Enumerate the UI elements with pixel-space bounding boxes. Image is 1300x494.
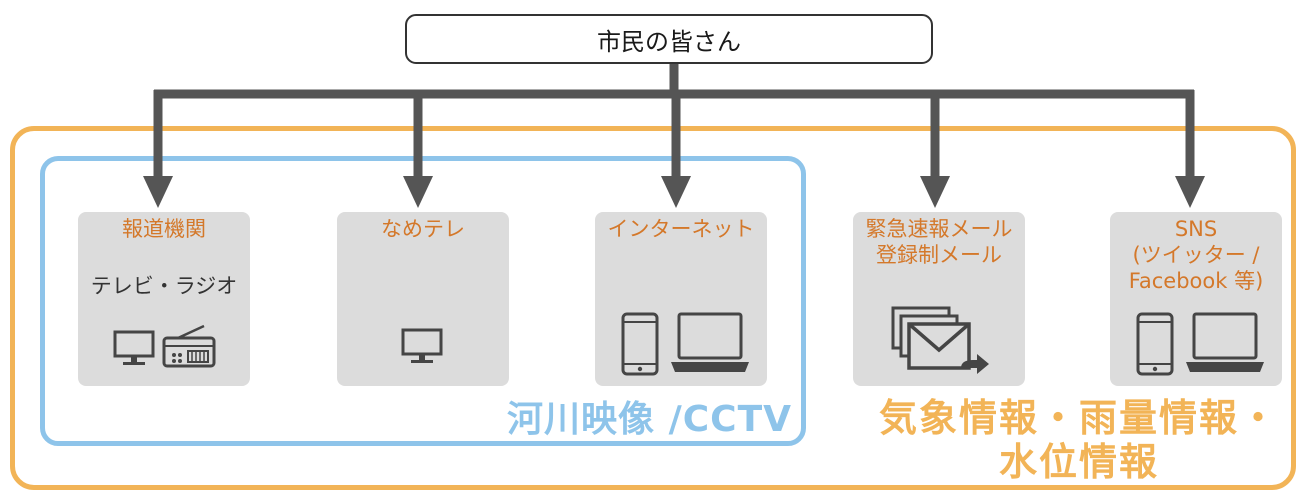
arrowhead-internet [661, 176, 691, 208]
card-title: 報道機関 [122, 217, 206, 241]
card-internet: インターネット [595, 212, 767, 386]
weather-info-group-label: 気象情報・雨量情報・ 水位情報 [870, 396, 1288, 484]
laptop-icon [671, 312, 749, 372]
citizens-node: 市民の皆さん [405, 14, 933, 64]
device-icons [1136, 312, 1264, 376]
radio-icon [162, 324, 216, 368]
citizens-label: 市民の皆さん [597, 27, 741, 56]
card-title: SNS (ツイッター / Facebook 等) [1128, 217, 1264, 293]
mail-forward-icon [891, 306, 989, 374]
cctv-group-frame [40, 156, 806, 446]
card-title: 緊急速報メール 登録制メール [865, 217, 1013, 267]
card-sns: SNS (ツイッター / Facebook 等) [1110, 212, 1282, 386]
arrowhead-press [143, 176, 173, 208]
monitor-icon [113, 330, 155, 365]
cctv-group-label: 河川映像 /CCTV [507, 399, 792, 440]
device-icons [621, 312, 749, 376]
arrowhead-sns [1175, 176, 1205, 208]
monitor-icon [401, 328, 443, 363]
smartphone-icon [1136, 312, 1174, 376]
weather-info-label-line2: 水位情報 [998, 440, 1159, 484]
arrowhead-mail [920, 176, 950, 208]
weather-info-group-frame [10, 126, 1296, 490]
weather-info-label-line1: 気象情報・雨量情報・ [878, 396, 1279, 440]
card-emergency-mail: 緊急速報メール 登録制メール [853, 212, 1025, 386]
card-title: インターネット [607, 217, 755, 241]
media-icons [113, 324, 216, 368]
laptop-icon [1186, 312, 1264, 372]
smartphone-icon [621, 312, 659, 376]
card-press: 報道機関 テレビ・ラジオ [78, 212, 250, 386]
card-nametele: なめテレ [337, 212, 509, 386]
arrowhead-nametele [403, 176, 433, 208]
card-title: なめテレ [381, 217, 465, 241]
card-subtitle: テレビ・ラジオ [90, 274, 238, 298]
